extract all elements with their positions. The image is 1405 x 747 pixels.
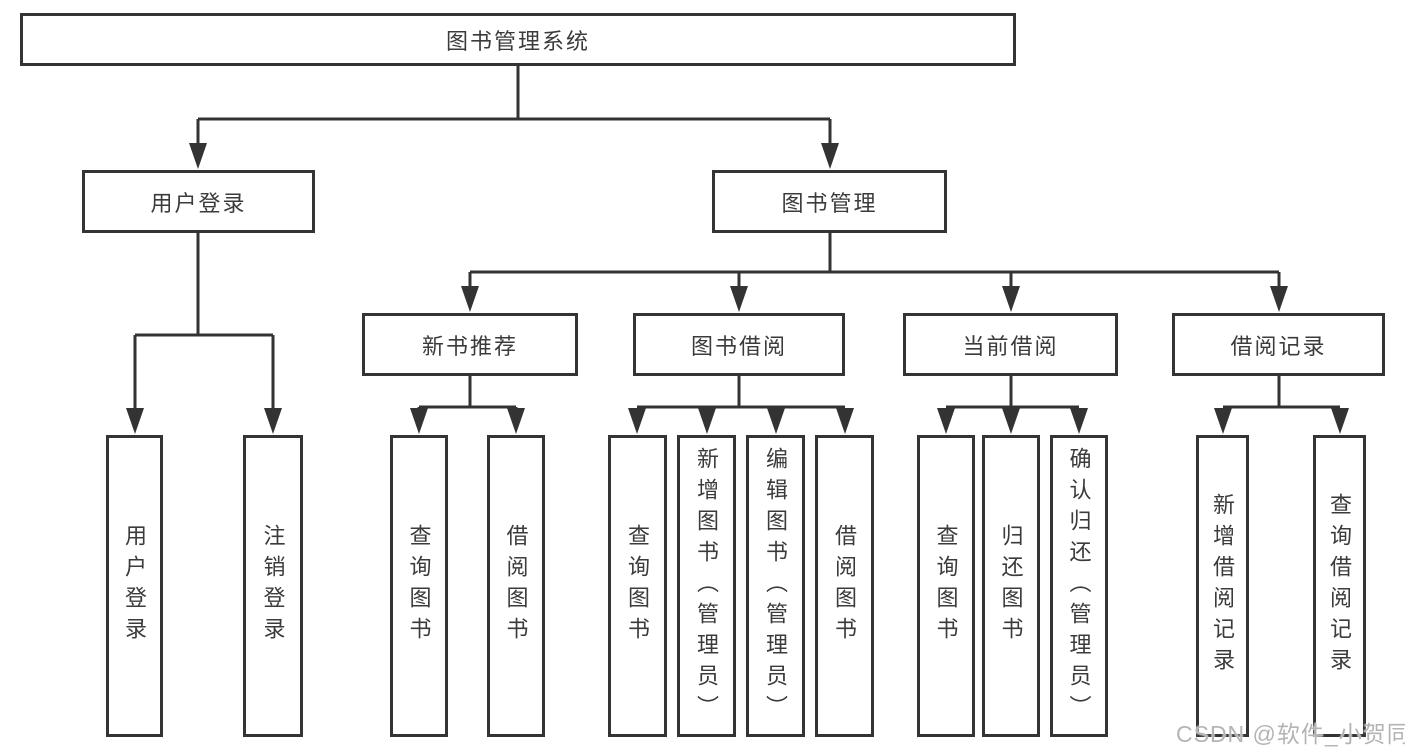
leaf-records-add-record: 新增借阅记录 xyxy=(1196,435,1249,737)
node-root-label: 图书管理系统 xyxy=(445,28,590,54)
connector-book-borrow-to-children xyxy=(628,376,854,434)
leaf-borrow-add-books-admin: 新增图书（管理员） xyxy=(677,435,736,737)
leaf-user-login: 用户登录 xyxy=(106,435,163,737)
leaf-recommend-borrow-books-label: 借阅图书 xyxy=(503,524,529,648)
leaf-current-query-books-label: 查询图书 xyxy=(933,524,959,648)
leaf-current-confirm-return-admin: 确认归还（管理员） xyxy=(1050,435,1108,737)
leaf-current-query-books: 查询图书 xyxy=(917,435,975,737)
leaf-logout-label: 注销登录 xyxy=(260,524,286,648)
node-current-borrow-label: 当前借阅 xyxy=(962,333,1059,359)
node-new-book-recommend: 新书推荐 xyxy=(362,313,578,376)
connector-borrow-records-to-children xyxy=(1214,376,1349,434)
leaf-records-query-record: 查询借阅记录 xyxy=(1313,435,1366,737)
node-book-management: 图书管理 xyxy=(712,170,947,233)
leaf-user-login-label: 用户登录 xyxy=(122,524,148,648)
leaf-records-add-record-label: 新增借阅记录 xyxy=(1210,493,1236,679)
leaf-logout: 注销登录 xyxy=(243,435,303,737)
node-borrow-records-label: 借阅记录 xyxy=(1230,333,1327,359)
leaf-current-return-books-label: 归还图书 xyxy=(998,524,1024,648)
connector-book-management-to-level3 xyxy=(461,233,1288,312)
leaf-records-query-record-label: 查询借阅记录 xyxy=(1327,493,1353,679)
connector-current-borrow-to-children xyxy=(937,376,1088,434)
connector-new-book-recommend-to-children xyxy=(410,376,525,434)
connector-user-login-to-children xyxy=(126,233,282,434)
leaf-borrow-query-books-label: 查询图书 xyxy=(625,524,651,648)
leaf-recommend-query-books: 查询图书 xyxy=(390,435,448,737)
leaf-borrow-edit-books-admin: 编辑图书（管理员） xyxy=(746,435,805,737)
node-book-borrow-label: 图书借阅 xyxy=(690,333,787,359)
node-user-login-label: 用户登录 xyxy=(150,190,247,216)
node-new-book-recommend-label: 新书推荐 xyxy=(421,333,518,359)
leaf-borrow-edit-books-admin-label: 编辑图书（管理员） xyxy=(763,446,789,726)
leaf-borrow-borrow-books: 借阅图书 xyxy=(815,435,874,737)
node-user-login: 用户登录 xyxy=(82,170,315,233)
leaf-current-return-books: 归还图书 xyxy=(982,435,1040,737)
leaf-borrow-add-books-admin-label: 新增图书（管理员） xyxy=(694,446,720,726)
node-current-borrow: 当前借阅 xyxy=(903,313,1118,376)
leaf-current-confirm-return-admin-label: 确认归还（管理员） xyxy=(1066,446,1092,726)
leaf-borrow-borrow-books-label: 借阅图书 xyxy=(832,524,858,648)
leaf-borrow-query-books: 查询图书 xyxy=(608,435,667,737)
csdn-watermark: CSDN @软件_小贺同学 xyxy=(1176,721,1405,747)
connector-root-to-level2 xyxy=(189,66,839,169)
node-book-borrow: 图书借阅 xyxy=(633,313,845,376)
node-borrow-records: 借阅记录 xyxy=(1172,313,1385,376)
leaf-recommend-query-books-label: 查询图书 xyxy=(406,524,432,648)
leaf-recommend-borrow-books: 借阅图书 xyxy=(487,435,545,737)
node-book-management-label: 图书管理 xyxy=(781,190,878,216)
node-root-library-management-system: 图书管理系统 xyxy=(20,13,1016,66)
